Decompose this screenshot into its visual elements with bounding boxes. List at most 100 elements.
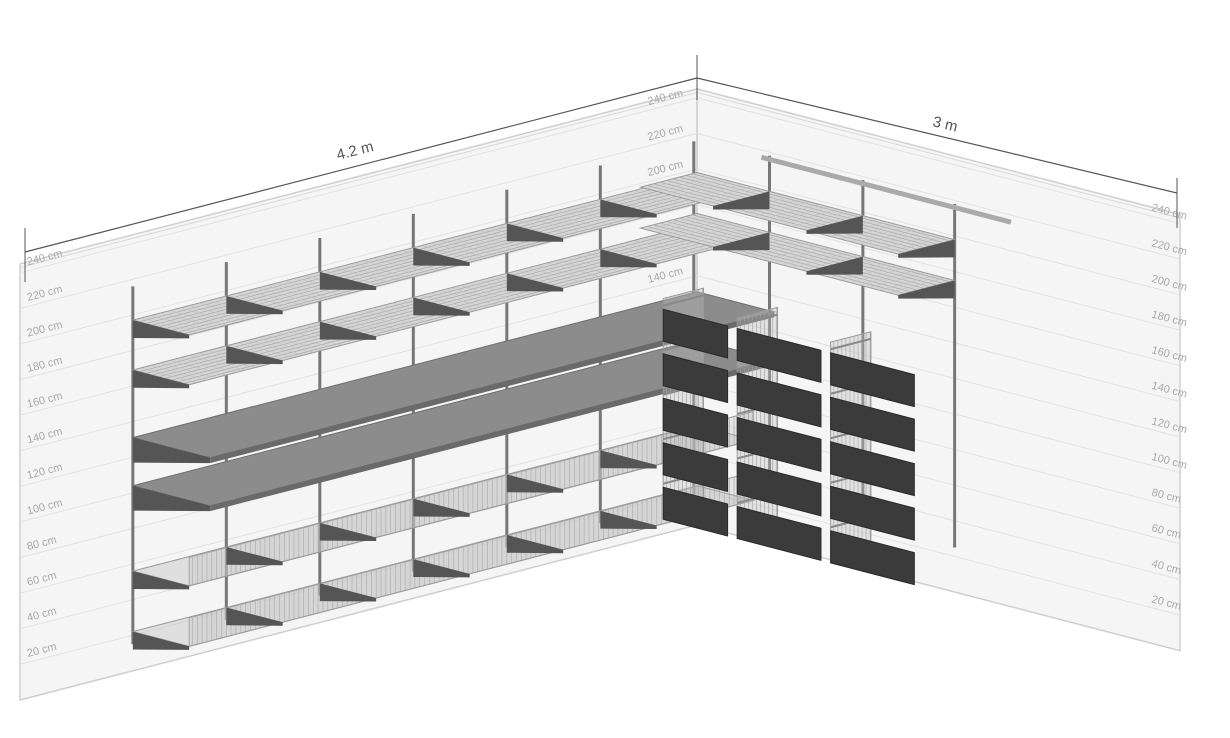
wire [508, 222, 565, 238]
solid-shelf-upper[interactable] [130, 291, 777, 464]
wire [840, 224, 897, 240]
wire [237, 292, 295, 308]
wire [164, 182, 730, 329]
wire [653, 224, 912, 293]
wire [801, 214, 859, 230]
wire [266, 285, 324, 301]
wire [675, 181, 733, 197]
wire-drawer[interactable] [662, 294, 729, 359]
bracket [319, 321, 377, 340]
drawer-front[interactable] [736, 505, 822, 561]
wire [460, 235, 517, 251]
wire [421, 245, 478, 261]
wire [382, 305, 440, 321]
wire [189, 305, 246, 321]
wire [140, 367, 198, 383]
wire [753, 201, 810, 217]
wire [869, 231, 926, 247]
drawer-front[interactable] [736, 327, 822, 383]
wire-shelf-middle[interactable] [130, 223, 756, 389]
wire [140, 317, 198, 333]
right-wall-height-line [696, 132, 1181, 260]
drawer-front[interactable] [830, 396, 915, 452]
wire [656, 176, 714, 192]
wire [614, 245, 672, 261]
drawer-front[interactable] [662, 442, 729, 493]
drawer-front[interactable] [662, 308, 729, 359]
wire [659, 181, 918, 250]
wire [518, 270, 575, 286]
drawer-front[interactable] [830, 485, 915, 541]
drawer-front[interactable] [830, 352, 915, 408]
wire [624, 192, 681, 208]
bracket [600, 510, 657, 530]
bracket [600, 249, 657, 268]
wire [363, 310, 420, 326]
wire [878, 234, 936, 250]
drawer-front[interactable] [662, 486, 729, 537]
wire [685, 216, 944, 284]
wire [878, 275, 936, 291]
bracket [319, 583, 377, 602]
bracket [506, 223, 564, 242]
wire [382, 255, 440, 271]
wire [431, 242, 488, 258]
drawer-runner [736, 313, 778, 326]
left-wall-top-line [19, 91, 698, 268]
right-wire-shelf-upper[interactable] [638, 172, 957, 258]
wire [353, 262, 411, 278]
bracket [600, 199, 657, 218]
bracket [413, 559, 470, 578]
wire [469, 232, 527, 248]
right-dimension-line [696, 77, 1178, 194]
wire [869, 272, 926, 288]
right-wall-shelving[interactable] [638, 154, 1012, 586]
right-wall-top-line [696, 91, 1181, 219]
bracket [132, 571, 190, 590]
wire [171, 184, 736, 331]
wire [171, 233, 736, 381]
wire [537, 265, 594, 281]
wire [169, 360, 227, 376]
wire [646, 185, 905, 253]
wire [772, 247, 830, 263]
wire [704, 189, 762, 205]
wire [685, 184, 743, 200]
drawer-front[interactable] [662, 397, 729, 448]
left-wall-width-label: 4.2 m [335, 138, 376, 164]
wire [772, 206, 830, 222]
right-wire-shelf-lower[interactable] [638, 212, 957, 299]
wire-drawer[interactable] [830, 337, 915, 408]
drawer-front[interactable] [830, 530, 915, 586]
wire [762, 204, 820, 220]
drawer-front[interactable] [736, 461, 822, 517]
wire [653, 235, 710, 251]
wire [177, 185, 743, 333]
bracket [506, 273, 564, 292]
drawer-front[interactable] [662, 353, 729, 404]
wire-drawer[interactable] [736, 313, 822, 383]
wire-basket-lower[interactable] [130, 471, 756, 650]
wire [566, 257, 623, 273]
drawer-front[interactable] [830, 441, 915, 497]
wire-basket-upper[interactable] [130, 410, 756, 590]
wire [782, 250, 839, 266]
wire [440, 290, 498, 306]
wire [237, 342, 295, 358]
right-wall-height-line [696, 204, 1181, 331]
wire [556, 260, 614, 276]
wire [624, 242, 681, 258]
wire [666, 180, 925, 248]
wire [247, 290, 304, 306]
wire [679, 176, 937, 245]
wire [614, 195, 672, 211]
wire [145, 227, 711, 374]
wire [431, 292, 488, 308]
left-wall-shelving[interactable] [130, 141, 777, 650]
wire [189, 355, 246, 371]
drawer-front[interactable] [736, 416, 822, 472]
drawer-column-3 [830, 331, 915, 586]
bracket [506, 534, 564, 554]
drawer-front[interactable] [736, 372, 822, 428]
bracket [713, 232, 770, 251]
